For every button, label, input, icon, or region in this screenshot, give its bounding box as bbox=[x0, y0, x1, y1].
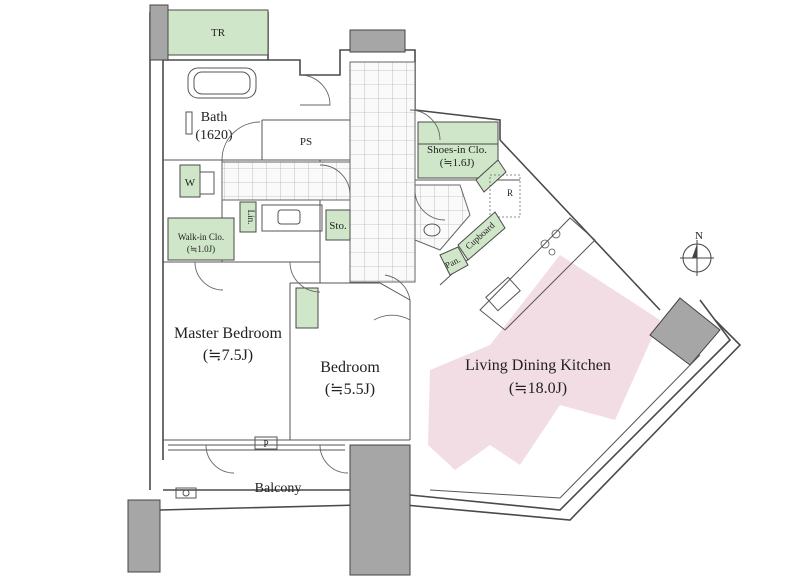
bath-label: Bath bbox=[201, 110, 227, 125]
shoes-closet-size: (≒1.6J) bbox=[440, 157, 475, 169]
bath-size: (1620) bbox=[195, 128, 233, 143]
master-bedroom-label: Master Bedroom bbox=[174, 325, 283, 342]
pantry bbox=[439, 246, 469, 276]
column-top-left bbox=[149, 4, 169, 61]
p-box bbox=[254, 436, 278, 450]
kitchen-sink bbox=[485, 276, 521, 312]
master-bedroom-size: (≒7.5J) bbox=[203, 347, 253, 364]
storage bbox=[325, 209, 351, 241]
hallway-horizontal bbox=[221, 161, 351, 201]
hallway-vertical bbox=[349, 61, 416, 283]
bathtub-inner bbox=[193, 71, 251, 95]
p-label: P bbox=[263, 439, 268, 449]
bath-bench bbox=[185, 111, 193, 135]
ps-label: PS bbox=[300, 136, 312, 148]
ldk-floor-area bbox=[428, 255, 660, 470]
refrigerator-label: R bbox=[507, 188, 513, 198]
washer-label: W bbox=[185, 177, 196, 189]
washbasin bbox=[199, 171, 215, 195]
ldk-label: Living Dining Kitchen bbox=[465, 357, 611, 374]
bathtub bbox=[187, 67, 257, 99]
trunk-room-label: TR bbox=[211, 27, 226, 39]
shoes-closet-shelf bbox=[417, 121, 499, 145]
cupboard bbox=[457, 211, 506, 261]
windows bbox=[168, 354, 701, 499]
shoes-closet-label: Shoes-in Clo. bbox=[427, 144, 487, 156]
entrance-floor bbox=[414, 184, 471, 251]
column-top-center bbox=[349, 29, 406, 53]
column-bottom-left bbox=[127, 499, 161, 573]
column-bottom-center bbox=[349, 444, 411, 576]
north-compass-icon bbox=[680, 240, 714, 276]
walkin-closet-label: Walk-in Clo. bbox=[178, 232, 224, 242]
linen-closet bbox=[239, 201, 257, 233]
walkin-closet bbox=[167, 217, 235, 261]
ldk-size: (≒18.0J) bbox=[509, 380, 567, 397]
outdoor-unit bbox=[175, 487, 197, 499]
linen-label: Lin. bbox=[246, 210, 256, 225]
trunk-room bbox=[167, 9, 269, 56]
shoes-closet-ext bbox=[475, 159, 507, 193]
vanity-sink bbox=[277, 209, 301, 225]
bedroom-size: (≒5.5J) bbox=[325, 381, 375, 398]
door-swings bbox=[194, 74, 446, 474]
walkin-closet-size: (≒1.0J) bbox=[187, 244, 215, 254]
toilet-icon bbox=[423, 223, 441, 237]
north-label: N bbox=[695, 230, 703, 242]
bedroom-closet bbox=[295, 287, 319, 329]
outdoor-unit-fan bbox=[182, 489, 190, 497]
stove-icon bbox=[540, 229, 561, 256]
vanity bbox=[261, 204, 323, 232]
bedroom-label: Bedroom bbox=[320, 359, 380, 376]
balcony-label: Balcony bbox=[255, 481, 302, 496]
storage-label: Sto. bbox=[329, 220, 347, 232]
column-right bbox=[649, 297, 721, 366]
kitchen-counter bbox=[479, 217, 596, 331]
